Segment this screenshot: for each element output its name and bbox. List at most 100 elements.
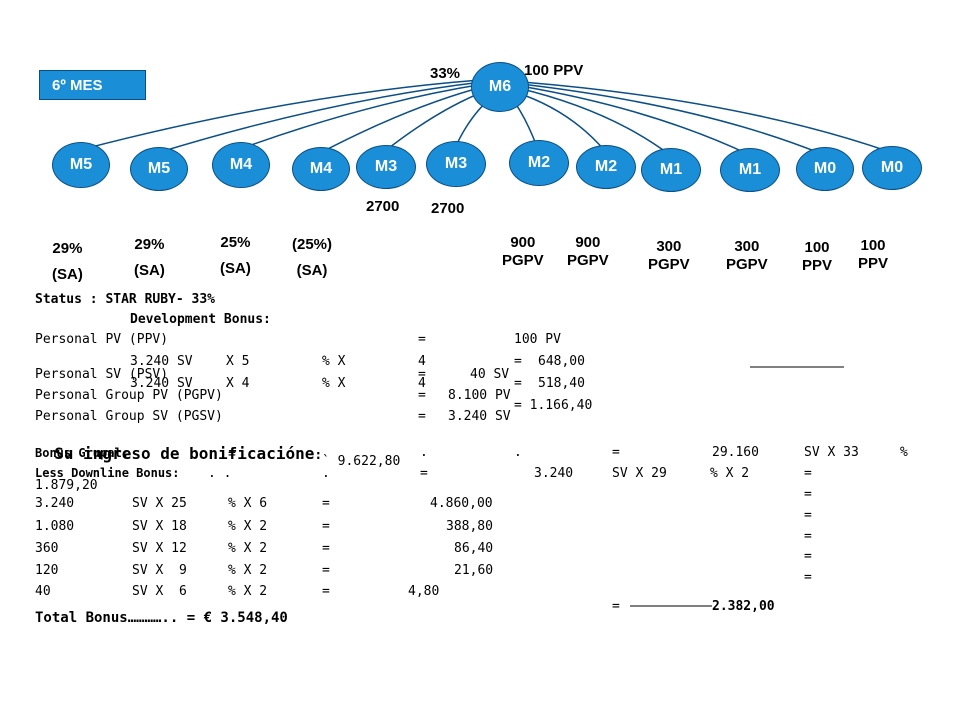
total-bonus: Total Bonus………….. = € 3.548,40: [35, 610, 288, 626]
row-x: SV X 6: [132, 584, 187, 599]
subtotal-eq: =: [612, 599, 620, 614]
label-value: 300: [656, 237, 682, 255]
row-eq: =: [322, 584, 330, 599]
psv-value: 40 SV: [470, 367, 510, 382]
row-x: SV X 25: [132, 496, 187, 511]
label-note: PGPV: [648, 256, 690, 274]
status-line: Status : STAR RUBY- 33%: [35, 292, 216, 307]
row-pct: % X 2: [228, 519, 268, 534]
less-downline-pct: % X 2: [710, 466, 750, 481]
row2-val: 518,40: [538, 376, 585, 391]
row2-eq: =: [514, 376, 522, 391]
month-box: 6º MES: [39, 70, 146, 100]
bonus-grupal-eq: =: [228, 447, 236, 462]
right-eq: =: [804, 508, 812, 523]
less-downline-dot2: .: [322, 466, 330, 481]
label-note: (SA): [134, 262, 165, 280]
label-m3-a: 2700: [366, 198, 400, 215]
node-m2-b: M2: [576, 145, 636, 189]
ppv-eq: =: [418, 332, 426, 347]
label-value: 900: [510, 233, 536, 251]
top-pct: 33%: [430, 65, 461, 82]
label-m3-b: 2700: [431, 200, 465, 217]
node-m1-a: M1: [641, 148, 701, 192]
label-m5-a: 29% (SA): [52, 202, 83, 304]
row-val: 4,80: [408, 584, 440, 599]
label-m5-b: 29% (SA): [134, 198, 165, 300]
label-note: PGPV: [502, 252, 544, 270]
row-sv: 40: [35, 584, 51, 599]
row1-val: 648,00: [538, 354, 585, 369]
ppv-value: 100 PV: [514, 332, 561, 347]
node-m1-b: M1: [720, 148, 780, 192]
label-note: PPV: [802, 257, 833, 275]
row1-d: 4: [418, 354, 426, 369]
row1-sv: 3.240 SV: [130, 354, 193, 369]
bonus-grupal-value: ` 9.622,80: [322, 454, 401, 469]
income-heading: Su ingreso de bonificacióne:: [35, 430, 322, 463]
row-pct: % X 2: [228, 584, 268, 599]
row-eq: =: [322, 519, 330, 534]
dev-bonus-heading: Development Bonus:: [130, 312, 271, 327]
pgsv-value: 3.240 SV: [448, 409, 511, 424]
row-eq: =: [322, 541, 330, 556]
less-downline-eq2: =: [804, 466, 812, 481]
row2-pct: % X: [322, 376, 346, 391]
less-downline-eq: =: [420, 466, 428, 481]
pgsv-label: Personal Group SV (PGSV): [35, 409, 223, 424]
row-val: 388,80: [446, 519, 493, 534]
subtotal-value: 2.382,00: [712, 599, 775, 614]
row1-x: X 5: [226, 354, 250, 369]
node-m6: M6: [471, 62, 529, 112]
label-note: (SA): [52, 266, 83, 284]
label-note: (SA): [220, 260, 251, 278]
less-downline-dots: . .: [208, 466, 232, 481]
row-sv: 3.240: [35, 496, 75, 511]
right-eq: =: [804, 529, 812, 544]
row-pct: % X 2: [228, 541, 268, 556]
node-m3-a: M3: [356, 145, 416, 189]
node-m5-a: M5: [52, 142, 110, 188]
label-m4-a: 25%(SA): [220, 196, 251, 298]
label-note: PGPV: [567, 252, 609, 270]
row-x: SV X 9: [132, 563, 187, 578]
bonus-grupal-dot1: .: [420, 445, 428, 460]
row-x: SV X 12: [132, 541, 187, 556]
bonus-grupal-pct: %: [900, 445, 908, 460]
label-value: 29%: [134, 235, 165, 253]
pgpv-value: 8.100 PV: [448, 388, 511, 403]
label-value: 29%: [52, 239, 83, 257]
node-m4-a: M4: [212, 142, 270, 188]
node-m4-b: M4: [292, 147, 350, 191]
row2-d: 4: [418, 376, 426, 391]
bonus-grupal-dot2: .: [514, 445, 522, 460]
row2-x: X 4: [226, 376, 250, 391]
row-sv: 360: [35, 541, 59, 556]
label-note: (SA): [296, 262, 328, 280]
less-downline-total: 1.879,20: [35, 478, 98, 493]
less-downline-x: SV X 29: [612, 466, 667, 481]
pgpv-eq: =: [418, 388, 426, 403]
node-m0-b: M0: [862, 146, 922, 190]
less-downline-label: Less Downline Bonus:: [35, 466, 180, 480]
row-sv: 1.080: [35, 519, 75, 534]
pgsv-eq: =: [418, 409, 426, 424]
bonus-grupal-x: SV X 33: [804, 445, 859, 460]
row-sv: 120: [35, 563, 59, 578]
top-ppv: 100 PPV: [524, 62, 584, 79]
row-pct: % X 6: [228, 496, 268, 511]
label-note: PPV: [858, 255, 889, 273]
row-x: SV X 18: [132, 519, 187, 534]
pgpv-label: Personal Group PV (PGPV): [35, 388, 223, 403]
ppv-label: Personal PV (PPV): [35, 332, 169, 347]
right-eq: =: [804, 487, 812, 502]
row2-sv: 3.240 SV: [130, 376, 193, 391]
node-m2-a: M2: [509, 140, 569, 186]
income-heading-text: Su ingreso de bonificacióne: [54, 444, 315, 463]
